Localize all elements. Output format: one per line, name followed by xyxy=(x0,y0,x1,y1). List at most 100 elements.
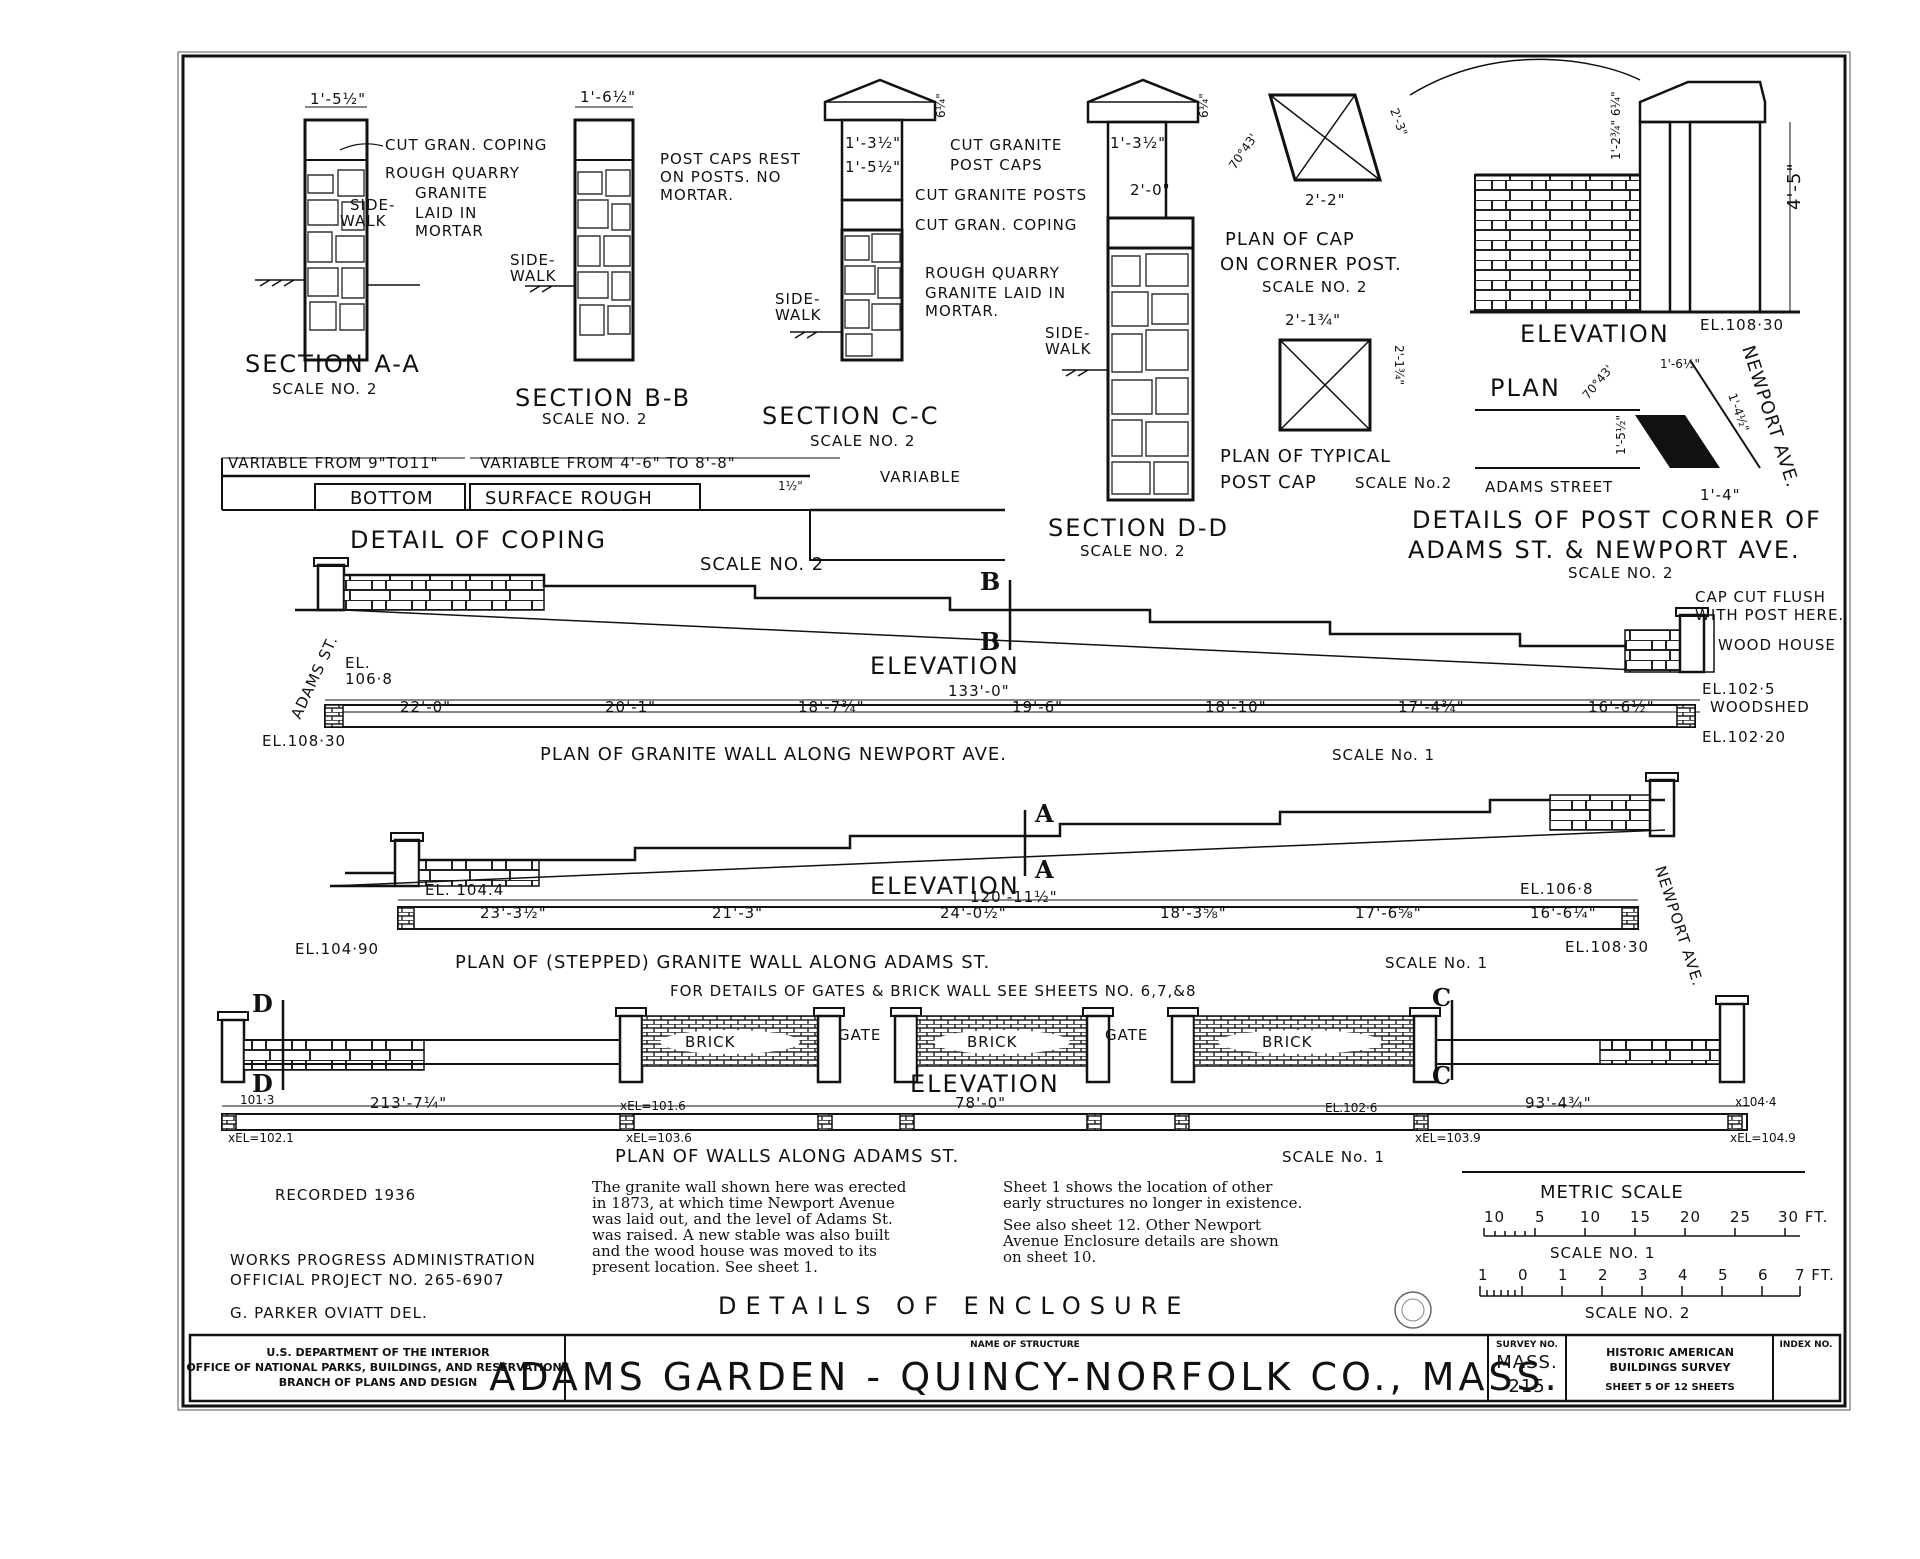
bb-sidewalk1: SIDE- xyxy=(510,251,555,269)
corner-angle: 70°43' xyxy=(1580,362,1616,402)
gates-elevation: ELEVATION xyxy=(910,1070,1060,1098)
metric-tick-4: 20 xyxy=(1680,1208,1701,1226)
gates-mark-d2: D xyxy=(252,1069,275,1098)
gates-el-3: xEL=103.6 xyxy=(626,1131,692,1145)
dd-sidewalk1: SIDE- xyxy=(1045,324,1090,342)
adams-dim-1: 21'-3" xyxy=(712,904,763,922)
adams-dim-2: 24'-0½" xyxy=(940,904,1007,922)
newport-dim-0: 22'-0" xyxy=(400,698,451,716)
scale2-tick-5: 4 xyxy=(1678,1266,1689,1284)
corner-dim2: 1'-5½" xyxy=(1614,415,1628,455)
gates-dim3: 93'-4¾" xyxy=(1525,1094,1592,1112)
typical-cap-dim2: 2'-1¾" xyxy=(1392,345,1406,385)
tb-habs1: HISTORIC AMERICAN xyxy=(1606,1346,1734,1359)
corner-post-detail: 4'-5" 1'-2¾" 6¼" EL.108·30 ELEVATION PLA… xyxy=(1408,58,1820,582)
corner-dim4: 1'-4" xyxy=(1700,486,1741,504)
cc-note3: MORTAR. xyxy=(660,186,734,204)
gates-mark-c1: C xyxy=(1432,983,1453,1012)
section-aa: 1'-5½" CUT GRAN. COPING ROUGH QUARRY GRA… xyxy=(245,90,546,398)
cc-posts: CUT GRANITE POSTS xyxy=(915,186,1087,204)
newport-dim-6: 16'-6½" xyxy=(1588,698,1655,716)
gates-el-0: 101·3 xyxy=(240,1093,274,1107)
typical-cap-scale: SCALE No.2 xyxy=(1355,474,1452,492)
note1-line-0: The granite wall shown here was erected xyxy=(592,1178,907,1196)
gates-el-6: x104·4 xyxy=(1735,1095,1776,1109)
cc-postcaps2: POST CAPS xyxy=(950,156,1043,174)
coping-title: DETAIL OF COPING xyxy=(350,526,607,554)
note1-line-2: was laid out, and the level of Adams St. xyxy=(592,1210,893,1228)
corner-cap-scale: SCALE NO. 2 xyxy=(1262,278,1367,296)
note1-line-3: was raised. A new stable was also built xyxy=(592,1226,890,1244)
corner-plan: PLAN xyxy=(1490,374,1561,402)
note2-line-0: Sheet 1 shows the location of other xyxy=(1003,1178,1273,1196)
tb-dept2: OFFICE OF NATIONAL PARKS, BUILDINGS, AND… xyxy=(186,1361,569,1374)
tb-index: INDEX NO. xyxy=(1780,1340,1833,1350)
cc-granite1: ROUGH QUARRY xyxy=(925,264,1060,282)
newport-el1: EL. xyxy=(345,654,371,672)
dd-scale: SCALE NO. 2 xyxy=(1080,542,1185,560)
metric-tick-2: 10 xyxy=(1580,1208,1601,1226)
adams-elevation: ELEVATION xyxy=(870,872,1020,900)
corner-title2: ADAMS ST. & NEWPORT AVE. xyxy=(1408,536,1801,564)
adams-dim-3: 18'-3⅝" xyxy=(1160,904,1227,922)
wpa-line1: WORKS PROGRESS ADMINISTRATION xyxy=(230,1251,536,1269)
corner-dim1: 1'-6½" xyxy=(1660,357,1700,371)
cc-dim2: 1'-5½" xyxy=(845,158,901,176)
newport-woodhouse: WOOD HOUSE xyxy=(1718,636,1836,654)
tb-habs2: BUILDINGS SURVEY xyxy=(1610,1361,1732,1374)
cc-cap-height: 6¼" xyxy=(934,93,948,118)
coping-bottom: BOTTOM xyxy=(350,488,434,509)
coping-var2: VARIABLE FROM 4'-6" TO 8'-8" xyxy=(480,454,736,472)
gates-dim2: 78'-0" xyxy=(955,1094,1006,1112)
newport-el5: EL.102·20 xyxy=(1702,728,1786,746)
notes: RECORDED 1936 The granite wall shown her… xyxy=(230,1178,1432,1329)
dd-sidewalk2: WALK xyxy=(1045,340,1092,358)
coping-dim: 1½" xyxy=(778,479,803,493)
newport-dim-3: 19'-6" xyxy=(1012,698,1063,716)
typical-cap-title1: PLAN OF TYPICAL xyxy=(1220,446,1391,467)
corner-adams: ADAMS STREET xyxy=(1485,478,1613,496)
section-dd: 6¼" 1'-3½" 2'-0" SIDE- WALK SECTION D-D … xyxy=(1045,78,1227,560)
note1-line-4: and the wood house was moved to its xyxy=(592,1242,877,1260)
metric-tick-3: 15 xyxy=(1630,1208,1651,1226)
newport-elevation: ELEVATION xyxy=(870,652,1020,680)
cap-plans: 2'-3" 2'-2" 70°43' PLAN OF CAP ON CORNER… xyxy=(1220,93,1452,493)
gates-mark-d1: D xyxy=(252,989,275,1018)
tb-sheet: SHEET 5 OF 12 SHEETS xyxy=(1605,1382,1734,1393)
coping-surface: SURFACE ROUGH xyxy=(485,488,653,509)
gates-el-5: xEL=103.9 xyxy=(1415,1131,1481,1145)
gates-mark-c2: C xyxy=(1432,1061,1453,1090)
cc-scale: SCALE NO. 2 xyxy=(810,432,915,450)
coping-var1: VARIABLE FROM 9"TO11" xyxy=(228,454,439,472)
gates-el-7: xEL=104.9 xyxy=(1730,1131,1796,1145)
coping-var3: VARIABLE xyxy=(880,468,961,486)
sheet-border xyxy=(181,54,1847,1408)
adams-dim-5: 16'-6¼" xyxy=(1530,904,1597,922)
scale-bars: METRIC SCALE 10 5 10 15 20 25 30 FT. SCA… xyxy=(1462,1171,1835,1322)
bb-width: 1'-6½" xyxy=(580,88,636,106)
corner-cap-title2: ON CORNER POST. xyxy=(1220,254,1402,275)
scale2-tick-4: 3 xyxy=(1638,1266,1649,1284)
cc-note2: ON POSTS. NO xyxy=(660,168,781,186)
stamp-seal xyxy=(1394,1291,1432,1329)
newport-total: 133'-0" xyxy=(948,682,1010,700)
adams-title: PLAN OF (STEPPED) GRANITE WALL ALONG ADA… xyxy=(455,952,990,973)
dd-dim2: 2'-0" xyxy=(1130,181,1171,199)
metric-tick-0: 10 xyxy=(1484,1208,1505,1226)
gates-scale: SCALE No. 1 xyxy=(1282,1148,1385,1166)
scale2-tick-8: 7 FT. xyxy=(1795,1266,1835,1284)
bb-title: SECTION B-B xyxy=(515,384,691,412)
aa-granite-label4: MORTAR xyxy=(415,222,484,240)
coping-scale: SCALE NO. 2 xyxy=(700,554,824,575)
newport-capcut1: CAP CUT FLUSH xyxy=(1695,588,1826,606)
brick-label-3: BRICK xyxy=(1262,1033,1313,1051)
aa-title: SECTION A-A xyxy=(245,350,421,378)
tb-dept3: BRANCH OF PLANS AND DESIGN xyxy=(279,1376,478,1389)
dd-dim1: 1'-3½" xyxy=(1110,134,1166,152)
gates-dim1: 213'-7¼" xyxy=(370,1094,447,1112)
note2-line-1: early structures no longer in existence. xyxy=(1003,1194,1302,1212)
note2-line-3: Avenue Enclosure details are shown xyxy=(1002,1232,1279,1250)
gates-el-1: xEL=102.1 xyxy=(228,1131,294,1145)
gates-title: PLAN OF WALLS ALONG ADAMS ST. xyxy=(615,1146,959,1167)
corner-cap-title1: PLAN OF CAP xyxy=(1225,229,1355,250)
